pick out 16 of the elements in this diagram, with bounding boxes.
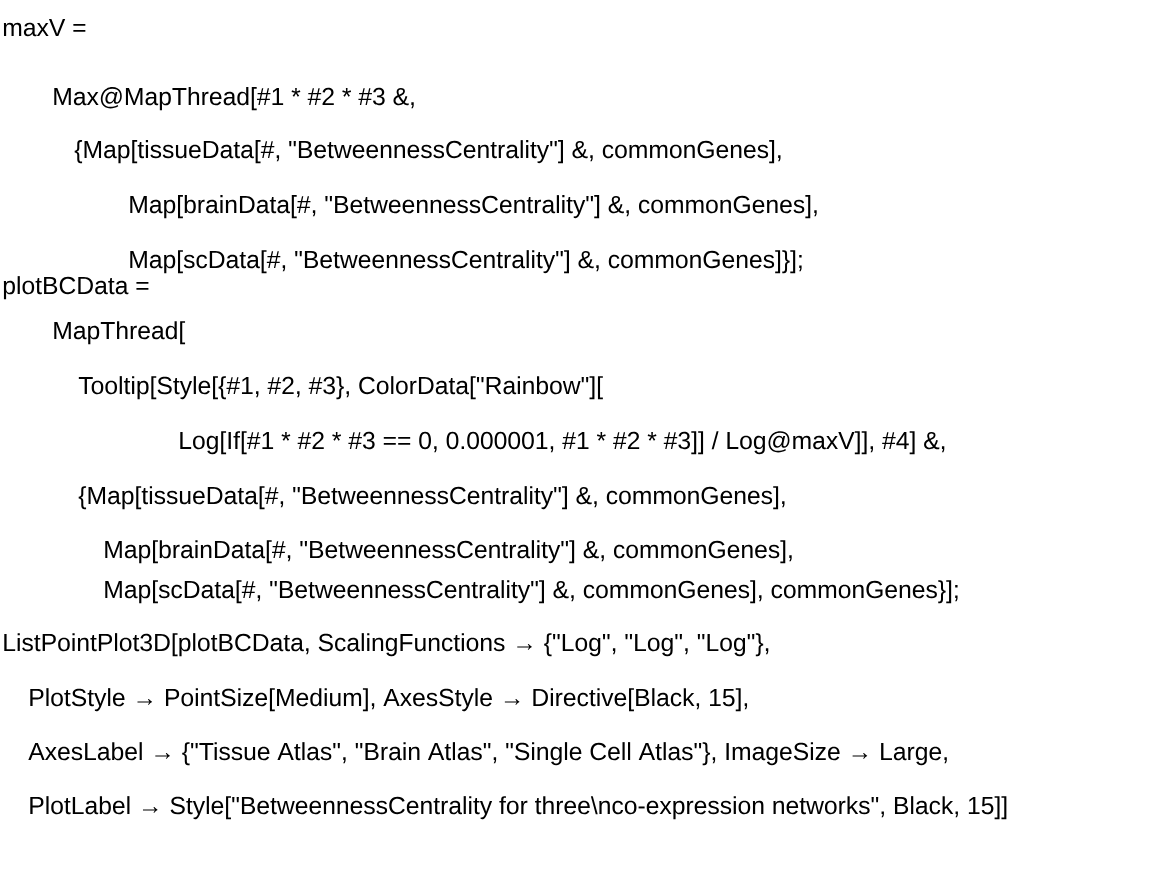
- code-line: Map[brainData[#, "BetweennessCentrality"] &, commonGenes],: [130, 195, 817, 219]
- code-line: Map[brainData[#, "BetweennessCentrality"] &, commonGenes],: [105, 540, 792, 564]
- code-line: Log[If[#1 * #2 * #3 == 0, 0.000001, #1 * #2 * #3]] / Log@maxV]], #4] &,: [180, 431, 945, 455]
- code-line: ListPointPlot3D[plotBCData, ScalingFunctions → {"Log", "Log", "Log"},: [4, 633, 769, 657]
- code-line: AxesLabel → {"Tissue Atlas", "Brain Atlas", "Single Cell Atlas"}, ImageSize → Large,: [28, 742, 947, 766]
- code-line: maxV =: [3, 19, 86, 37]
- code-line: Map[scData[#, "BetweennessCentrality"] &, commonGenes], commonGenes}];: [105, 580, 958, 604]
- code-line: {Map[tissueData[#, "BetweennessCentrality"] &, commonGenes],: [78, 486, 785, 510]
- code-line: PlotStyle → PointSize[Medium], AxesStyle → Directive[Black, 15],: [30, 688, 748, 712]
- code-line: PlotLabel → Style["BetweennessCentrality for three\nco-expression networks", Black, 15]]: [30, 796, 1007, 820]
- code-line: plotBCData =: [3, 276, 149, 300]
- code-line: Tooltip[Style[{#1, #2, #3}, ColorData["Rainbow"][: [78, 376, 603, 400]
- code-line: Max@MapThread[#1 * #2 * #3 &,: [54, 87, 414, 111]
- code-line: MapThread[: [54, 321, 186, 345]
- code-line: {Map[tissueData[#, "BetweennessCentrality"] &, commonGenes],: [74, 140, 781, 164]
- code-line: Map[scData[#, "BetweennessCentrality"] &, commonGenes]}];: [130, 250, 802, 274]
